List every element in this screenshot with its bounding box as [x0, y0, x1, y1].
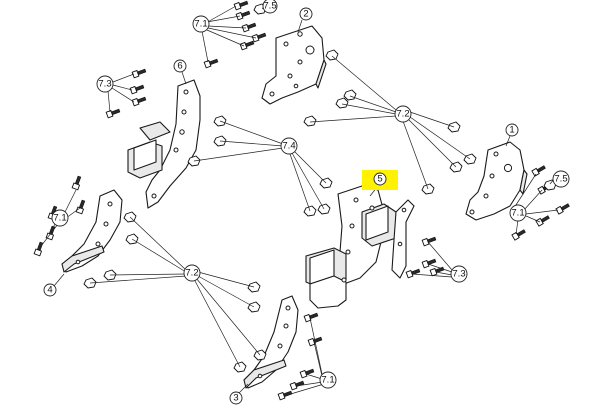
callout-7-3-left: 7.3: [96, 75, 114, 93]
callout-7-3-bottom: 7.3: [450, 265, 468, 283]
callout-label: 7.3: [452, 269, 465, 280]
callout-5-highlighted: 5: [362, 170, 398, 190]
callout-label: 7.1: [511, 208, 524, 219]
callout-label: 7.5: [554, 174, 567, 185]
bolts-group-bottom: [277, 312, 323, 401]
leader-lines: [37, 5, 559, 397]
callout-label: 7.5: [263, 1, 276, 12]
callout-7-4: 7.4: [280, 137, 298, 155]
bolts-group-right: [511, 165, 570, 241]
bolts-group-center-73: [405, 236, 445, 279]
bolt: [203, 58, 219, 69]
bolt: [235, 10, 251, 21]
part-4-side-plate[interactable]: [61, 189, 123, 273]
bolt: [241, 22, 257, 33]
callout-label: 7.1: [53, 213, 66, 224]
bolt: [251, 32, 267, 43]
callout-3: 3: [229, 391, 243, 405]
callout-label: 7.2: [396, 109, 409, 120]
callout-1: 1: [505, 123, 519, 137]
callout-7-5-right: 7.5: [552, 170, 570, 188]
part-1-bracket-plate[interactable]: [465, 141, 528, 221]
callout-label: 5: [377, 174, 382, 185]
callout-6: 6: [173, 59, 187, 73]
callout-7-1-top: 7.1: [192, 15, 210, 33]
callout-label: 7.1: [321, 375, 334, 386]
callout-label: 7.4: [282, 141, 295, 152]
callout-7-5-top: 7.5: [262, 0, 278, 14]
callout-label: 4: [47, 285, 52, 296]
callout-label: 7.1: [194, 19, 207, 30]
callout-7-2-right: 7.2: [394, 105, 412, 123]
callout-7-1-right: 7.1: [509, 204, 527, 222]
bolt: [239, 40, 255, 51]
callout-7-2-bottom: 7.2: [183, 264, 201, 282]
callout-label: 7.3: [98, 79, 111, 90]
callout-label: 3: [233, 393, 238, 404]
callout-label: 7.2: [185, 268, 198, 279]
callout-2: 2: [299, 7, 313, 21]
callout-4: 4: [43, 283, 57, 297]
part-6-side-bracket[interactable]: [127, 79, 201, 209]
callout-label: 6: [177, 61, 182, 72]
callout-label: 2: [303, 9, 308, 20]
part-5-center-bracket[interactable]: [305, 185, 415, 309]
callout-label: 1: [509, 125, 514, 136]
part-2-bracket-plate[interactable]: [261, 25, 327, 105]
bolt: [233, 0, 249, 11]
callout-7-1-bottom: 7.1: [319, 371, 337, 389]
bolts-group-left-73: [105, 68, 147, 119]
callout-7-1-left: 7.1: [51, 209, 69, 227]
